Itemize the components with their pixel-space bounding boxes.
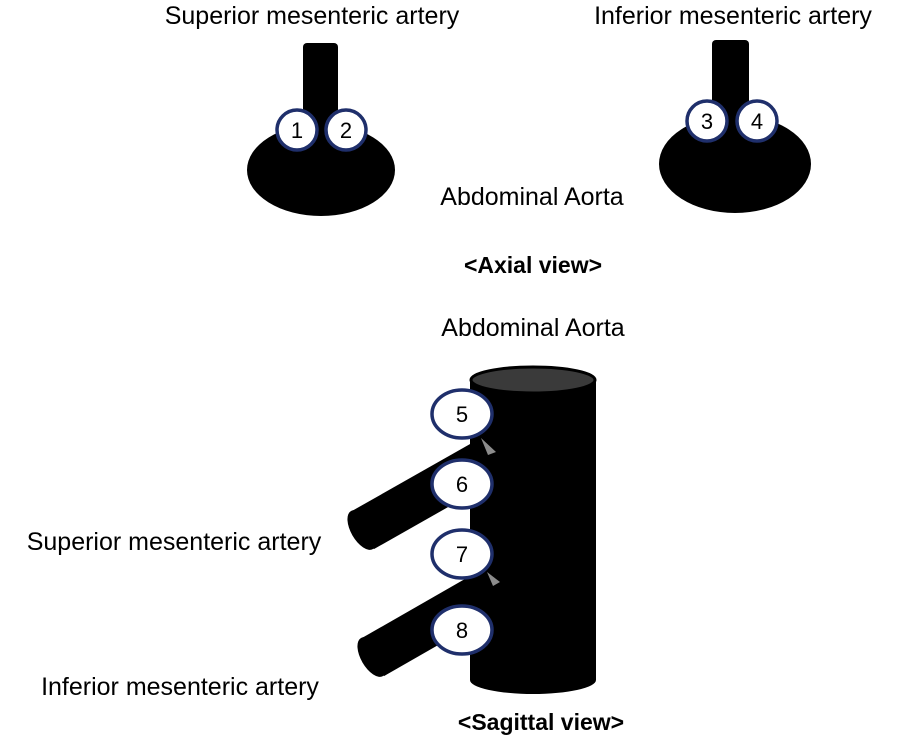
marker-4-label: 4 (751, 109, 763, 134)
marker-2-label: 2 (340, 118, 352, 143)
axial-ima-label: Inferior mesenteric artery (594, 2, 872, 30)
marker-3: 3 (685, 99, 729, 143)
axial-aorta-sma-shape (247, 43, 395, 216)
axial-view-caption: <Axial view> (464, 252, 602, 278)
axial-aorta-left (247, 124, 395, 216)
sagittal-ima-label: Inferior mesenteric artery (41, 673, 319, 701)
marker-7: 7 (430, 528, 494, 580)
marker-5: 5 (430, 388, 494, 440)
sagittal-sma-label: Superior mesenteric artery (27, 528, 322, 556)
marker-3-label: 3 (701, 109, 713, 134)
axial-aorta-right (659, 115, 811, 213)
marker-5-label: 5 (456, 402, 468, 427)
marker-6-label: 6 (456, 472, 468, 497)
marker-2: 2 (324, 108, 368, 152)
marker-4: 4 (735, 99, 779, 143)
axial-aorta-label: Abdominal Aorta (440, 183, 624, 211)
sagittal-view-caption: <Sagittal view> (458, 709, 624, 735)
marker-1: 1 (275, 108, 319, 152)
marker-8-label: 8 (456, 618, 468, 643)
marker-7-label: 7 (456, 542, 468, 567)
sagittal-aorta-top (469, 365, 597, 395)
marker-1-label: 1 (291, 118, 303, 143)
axial-sma-label: Superior mesenteric artery (165, 2, 460, 30)
marker-8: 8 (430, 604, 494, 656)
sma-origin-notch (481, 438, 496, 455)
sagittal-view: Abdominal Aorta 5 6 7 (27, 314, 625, 735)
ima-origin-notch (487, 572, 500, 586)
marker-6: 6 (430, 458, 494, 510)
axial-view: Superior mesenteric artery Inferior mese… (165, 2, 873, 278)
sagittal-aorta-bottom (470, 666, 596, 694)
axial-aorta-ima-shape (659, 40, 811, 213)
sagittal-aorta-label: Abdominal Aorta (441, 314, 625, 342)
